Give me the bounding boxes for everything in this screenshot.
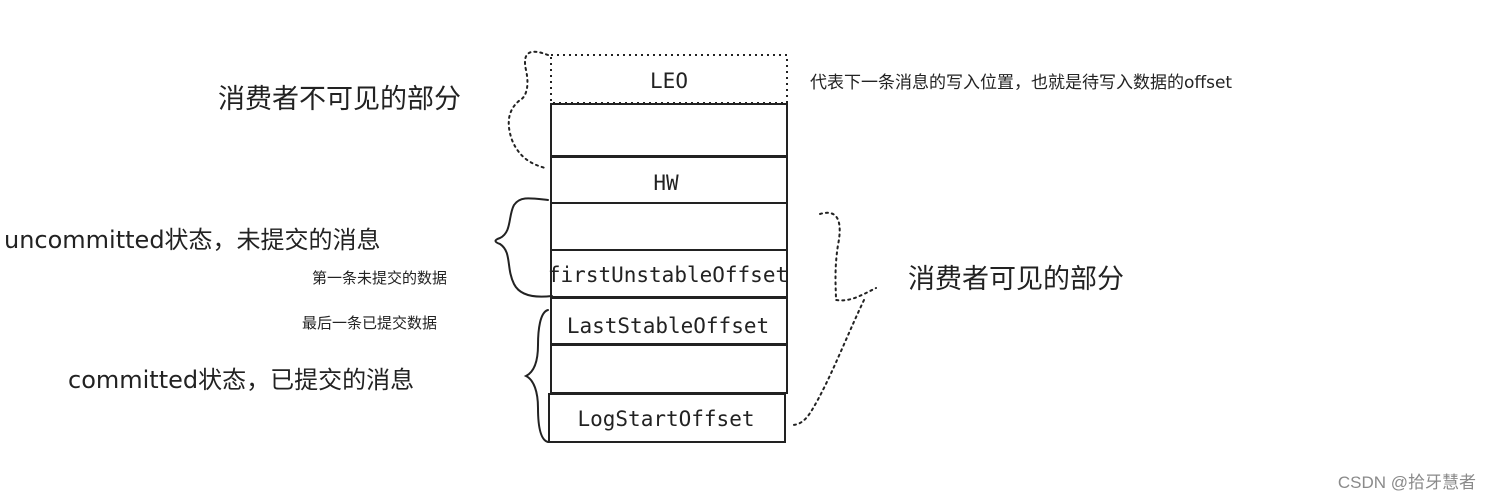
first-unstable-note: 第一条未提交的数据: [312, 269, 447, 287]
empty-cell-2: [550, 202, 788, 251]
visible-part-bracket-lower: [791, 299, 865, 426]
watermark: CSDN @拾牙慧者: [1338, 473, 1476, 492]
committed-label: committed状态，已提交的消息: [68, 366, 414, 394]
log-stack: LEO HW firstUnstableOffset LastStableOff…: [548, 54, 788, 443]
committed-brace: [523, 309, 549, 443]
uncommitted-brace: [494, 197, 553, 298]
empty-cell-1: [550, 103, 788, 157]
visible-part-bracket-upper: [819, 211, 877, 302]
invisible-part-label: 消费者不可见的部分: [218, 84, 461, 115]
empty-cell-3: [550, 344, 788, 394]
leo-note: 代表下一条消息的写入位置，也就是待写入数据的offset: [810, 73, 1232, 93]
uncommitted-label: uncommitted状态，未提交的消息: [4, 226, 381, 254]
last-stable-note: 最后一条已提交数据: [302, 314, 437, 332]
log-start-offset-label: LogStartOffset: [577, 407, 754, 431]
hw-cell-label: HW: [653, 171, 679, 195]
invisible-part-bracket: [507, 50, 549, 169]
visible-part-label: 消费者可见的部分: [908, 264, 1124, 295]
last-stable-offset-label: LastStableOffset: [567, 314, 769, 338]
leo-cell-label: LEO: [650, 69, 688, 93]
log-start-offset-cell: [548, 393, 786, 443]
first-unstable-offset-label: firstUnstableOffset: [548, 263, 788, 287]
